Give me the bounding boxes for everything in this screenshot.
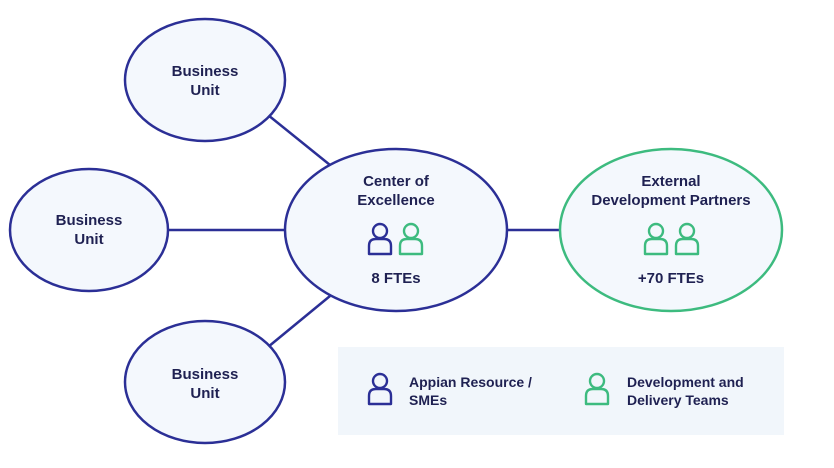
business-unit-middle-node xyxy=(8,167,170,293)
legend-teams-line2: Delivery Teams xyxy=(627,392,729,408)
coe-label-line2: Excellence xyxy=(357,192,435,209)
business-unit-bottom-label-line2: Unit xyxy=(190,385,219,402)
legend-appian-line2: SMEs xyxy=(409,392,447,408)
business-unit-middle-label-line1: Business xyxy=(56,212,123,229)
connector-bu-bottom-coe xyxy=(267,295,331,348)
center-of-excellence-node xyxy=(283,147,509,313)
business-unit-top-node xyxy=(123,17,287,143)
partners-label-line2: Development Partners xyxy=(591,192,750,209)
partners-ftes: +70 FTEs xyxy=(638,270,704,287)
legend-box xyxy=(338,347,784,435)
business-unit-middle-label-line2: Unit xyxy=(74,231,103,248)
partners-label-line1: External xyxy=(641,173,700,190)
business-unit-bottom-node xyxy=(123,319,287,445)
legend-appian-line1: Appian Resource / xyxy=(409,374,532,390)
legend-teams-line1: Development and xyxy=(627,374,744,390)
business-unit-top-label-line1: Business xyxy=(172,63,239,80)
business-unit-top-label-line2: Unit xyxy=(190,82,219,99)
external-partners-node xyxy=(558,147,784,313)
connector-bu-top-coe xyxy=(267,114,331,166)
coe-label-line1: Center of xyxy=(363,173,430,190)
coe-ftes: 8 FTEs xyxy=(371,270,420,287)
business-unit-bottom-label-line1: Business xyxy=(172,366,239,383)
